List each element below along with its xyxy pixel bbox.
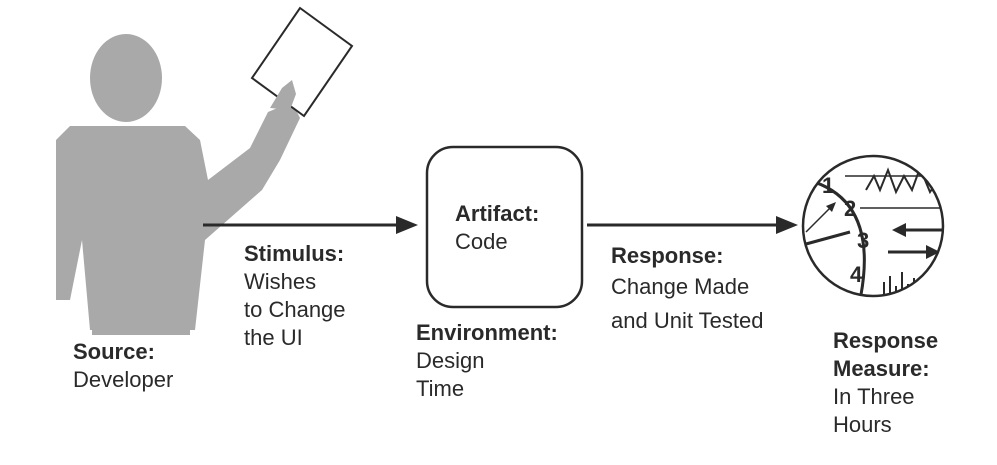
- artifact-body: Code: [455, 229, 508, 254]
- artifact-label: Artifact: Code: [455, 200, 539, 256]
- dial-needle-long: [805, 230, 851, 246]
- source-heading: Source:: [73, 339, 155, 364]
- response-measure-label: Response Measure: In Three Hours: [833, 327, 938, 439]
- source-label: Source: Developer: [73, 338, 173, 394]
- dial-number-2: 2: [844, 196, 856, 221]
- developer-hand: [270, 80, 296, 110]
- response-measure-gauge: 1 2 3 4: [801, 154, 945, 298]
- right-arrow-icon: [888, 245, 940, 259]
- source-body: Developer: [73, 367, 174, 392]
- response-measure-body: In Three Hours: [833, 384, 915, 437]
- environment-body: Design Time: [416, 348, 485, 401]
- developer-head: [90, 34, 162, 122]
- left-arrow-icon: [892, 223, 943, 237]
- response-measure-heading: Response Measure:: [833, 328, 939, 381]
- stimulus-heading: Stimulus:: [244, 241, 345, 266]
- environment-label: Environment: Design Time: [416, 319, 558, 403]
- stimulus-arrow: [203, 216, 418, 234]
- stimulus-label: Stimulus: Wishes to Change the UI: [244, 240, 346, 352]
- dial-number-4: 4: [850, 262, 863, 287]
- developer-legs: [92, 330, 190, 335]
- response-arrow: [587, 216, 798, 234]
- response-body: Change Made and Unit Tested: [611, 274, 764, 333]
- dial-arc: [807, 178, 866, 296]
- dial-needle-short: [805, 205, 833, 233]
- trend-line: [865, 165, 939, 195]
- dial-number-3: 3: [857, 228, 869, 253]
- response-label: Response: Change Made and Unit Tested: [611, 242, 763, 338]
- developer-figure: [56, 34, 300, 335]
- artifact-heading: Artifact:: [455, 201, 540, 226]
- artifact-box: [425, 145, 584, 309]
- developer-body: [56, 102, 300, 330]
- dial-number-1: 1: [822, 173, 834, 198]
- stimulus-body: Wishes to Change the UI: [244, 269, 346, 350]
- environment-heading: Environment:: [416, 320, 558, 345]
- paper-sheet: [250, 6, 354, 118]
- response-heading: Response:: [611, 243, 724, 268]
